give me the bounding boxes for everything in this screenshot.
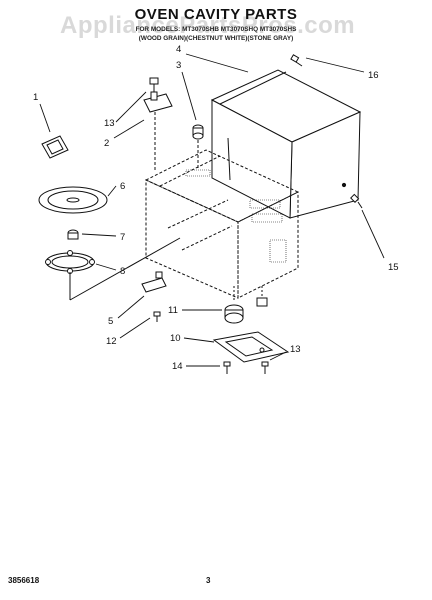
callout-13-bottom: 13 bbox=[290, 344, 301, 355]
callout-15: 15 bbox=[388, 262, 399, 273]
doc-number: 3856618 bbox=[8, 576, 40, 585]
screw-14 bbox=[223, 361, 231, 374]
watermark: AppliancePartsPros.com bbox=[60, 12, 356, 39]
callout-3: 3 bbox=[176, 60, 181, 71]
bracket-5 bbox=[141, 271, 167, 293]
callout-14: 14 bbox=[172, 361, 183, 372]
callout-1: 1 bbox=[33, 92, 38, 103]
callout-6: 6 bbox=[120, 181, 125, 192]
leader-lines bbox=[39, 53, 385, 367]
callout-11: 11 bbox=[168, 305, 178, 316]
screw-16 bbox=[290, 54, 303, 67]
base-plate-10 bbox=[212, 331, 290, 363]
callout-10: 10 bbox=[170, 333, 181, 344]
coupler-3 bbox=[192, 124, 204, 140]
oven-cavity bbox=[144, 149, 300, 299]
callout-4: 4 bbox=[176, 44, 181, 55]
callout-5: 5 bbox=[108, 316, 113, 327]
callout-12: 12 bbox=[106, 336, 117, 347]
screw-13-top bbox=[149, 77, 159, 92]
cabinet-wrapper bbox=[210, 69, 362, 219]
glass-tray-6 bbox=[38, 186, 108, 214]
color-subtitle: (WOOD GRAIN)(CHESTNUT WHITE)(STONE GRAY) bbox=[138, 35, 294, 42]
motor-11 bbox=[224, 286, 244, 324]
screw-15 bbox=[350, 193, 363, 209]
roller-support-8 bbox=[45, 250, 95, 274]
pad-1 bbox=[41, 135, 69, 159]
foot bbox=[256, 286, 268, 307]
coupler-7 bbox=[67, 229, 79, 240]
callout-numbers: 1 2 13 3 4 16 6 7 8 15 5 12 11 10 13 14 bbox=[33, 44, 399, 372]
page-number: 3 bbox=[206, 576, 211, 585]
bracket-2 bbox=[143, 91, 173, 113]
model-subtitle: FOR MODELS: MT3070SHB MT3070SHQ MT3070SH… bbox=[135, 26, 297, 33]
page-title: OVEN CAVITY PARTS bbox=[134, 6, 298, 23]
callout-13-top: 13 bbox=[104, 118, 115, 129]
callout-7: 7 bbox=[120, 232, 125, 243]
callout-16: 16 bbox=[368, 70, 379, 81]
screw-13-bottom bbox=[261, 361, 269, 374]
callout-2: 2 bbox=[104, 138, 109, 149]
screw-12 bbox=[153, 311, 161, 322]
callout-8: 8 bbox=[120, 266, 125, 277]
cavity-vent-grille bbox=[185, 169, 287, 263]
